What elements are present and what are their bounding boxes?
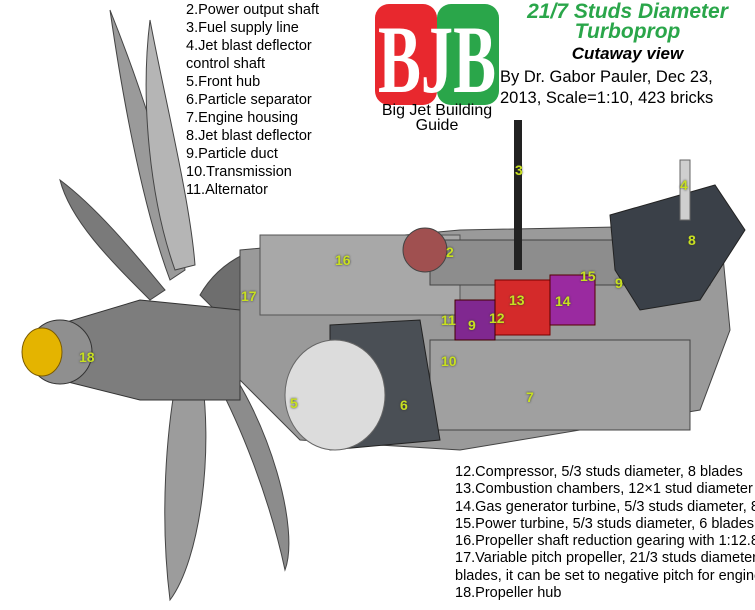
- legend-item: control shaft: [186, 56, 265, 72]
- legend-item: 5.Front hub: [186, 74, 261, 90]
- legend-item: 6.Particle separator: [186, 92, 312, 108]
- legend-item: 9.Particle duct: [186, 146, 278, 162]
- blade-upper: [145, 19, 196, 271]
- legend-top: 2.Power output shaft 3.Fuel supply line …: [186, 1, 319, 199]
- title: 21/7 Studs Diameter Turboprop: [505, 0, 750, 43]
- byline-line1: By Dr. Gabor Pauler, Dec 23,: [500, 68, 713, 86]
- front-hub-dome: [284, 339, 386, 451]
- legend-item: 14.Gas generator turbine, 5/3 studs diam…: [455, 498, 755, 515]
- callout-3: 3: [515, 162, 523, 178]
- legend-item: 8.Jet blast deflector: [186, 128, 312, 144]
- callout-6: 6: [400, 397, 408, 413]
- logo-text-line1: Big Jet Building: [381, 102, 493, 119]
- byline: By Dr. Gabor Pauler, Dec 23, 2013, Scale…: [500, 67, 755, 109]
- blade-lower-right: [204, 354, 290, 572]
- byline-line2: 2013, Scale=1:10, 423 bricks: [500, 89, 714, 107]
- propeller-hub-assembly: [21, 299, 241, 401]
- svg-text:BJB: BJB: [378, 6, 496, 105]
- callout-2: 2: [446, 244, 454, 260]
- callout-15: 15: [580, 268, 596, 284]
- legend-item: 16.Propeller shaft reduction gearing wit…: [455, 533, 755, 550]
- legend-item: 17.Variable pitch propeller, 21/3 studs …: [455, 550, 755, 567]
- propeller-blades: [59, 9, 301, 602]
- logo-caption: Big Jet Building Guide: [373, 102, 501, 134]
- callout-10: 10: [441, 353, 457, 369]
- bjb-logo: BJB: [375, 4, 499, 105]
- callout-13: 13: [509, 292, 525, 308]
- legend-item: 7.Engine housing: [186, 110, 299, 126]
- legend-item: 3.Fuel supply line: [186, 20, 299, 36]
- fuel-supply-line: [514, 120, 522, 270]
- callout-5: 5: [290, 395, 298, 411]
- callout-16: 16: [335, 252, 351, 268]
- callout-14: 14: [555, 293, 571, 309]
- legend-item: 15.Power turbine, 5/3 studs diameter, 6 …: [455, 515, 755, 532]
- legend-item: 11.Alternator: [186, 182, 268, 198]
- callout-9b: 9: [468, 317, 476, 333]
- subtitle: Cutaway view: [571, 44, 684, 63]
- legend-bottom: 12.Compressor, 5/3 studs diameter, 8 bla…: [455, 464, 755, 602]
- title-line1: 21/7 Studs Diameter: [527, 0, 728, 23]
- legend-item: 18.Propeller hub: [455, 585, 562, 602]
- legend-item: blades, it can be set to negative pitch …: [455, 567, 755, 584]
- engine-body: [239, 120, 746, 451]
- jet-blast-deflector: [609, 184, 746, 311]
- blade-lower: [164, 359, 207, 602]
- legend-item: 2.Power output shaft: [186, 2, 319, 18]
- callout-8: 8: [688, 232, 696, 248]
- callout-18: 18: [79, 349, 95, 365]
- callout-7: 7: [526, 389, 534, 405]
- legend-item: 10.Transmission: [186, 164, 292, 180]
- yellow-spinner: [21, 327, 63, 377]
- callout-17: 17: [241, 288, 257, 304]
- callout-11: 11: [441, 312, 456, 328]
- callout-9a: 9: [615, 275, 623, 291]
- logo-text-line2: Guide: [415, 117, 459, 134]
- title-line2: Turboprop: [574, 20, 681, 43]
- legend-item: 13.Combustion chambers, 12×1 stud diamet…: [455, 481, 753, 498]
- blade-left: [59, 178, 166, 301]
- legend-item: 4.Jet blast deflector: [186, 38, 312, 54]
- callout-12: 12: [489, 310, 505, 326]
- callout-4: 4: [680, 177, 688, 193]
- legend-item: 12.Compressor, 5/3 studs diameter, 8 bla…: [455, 464, 743, 480]
